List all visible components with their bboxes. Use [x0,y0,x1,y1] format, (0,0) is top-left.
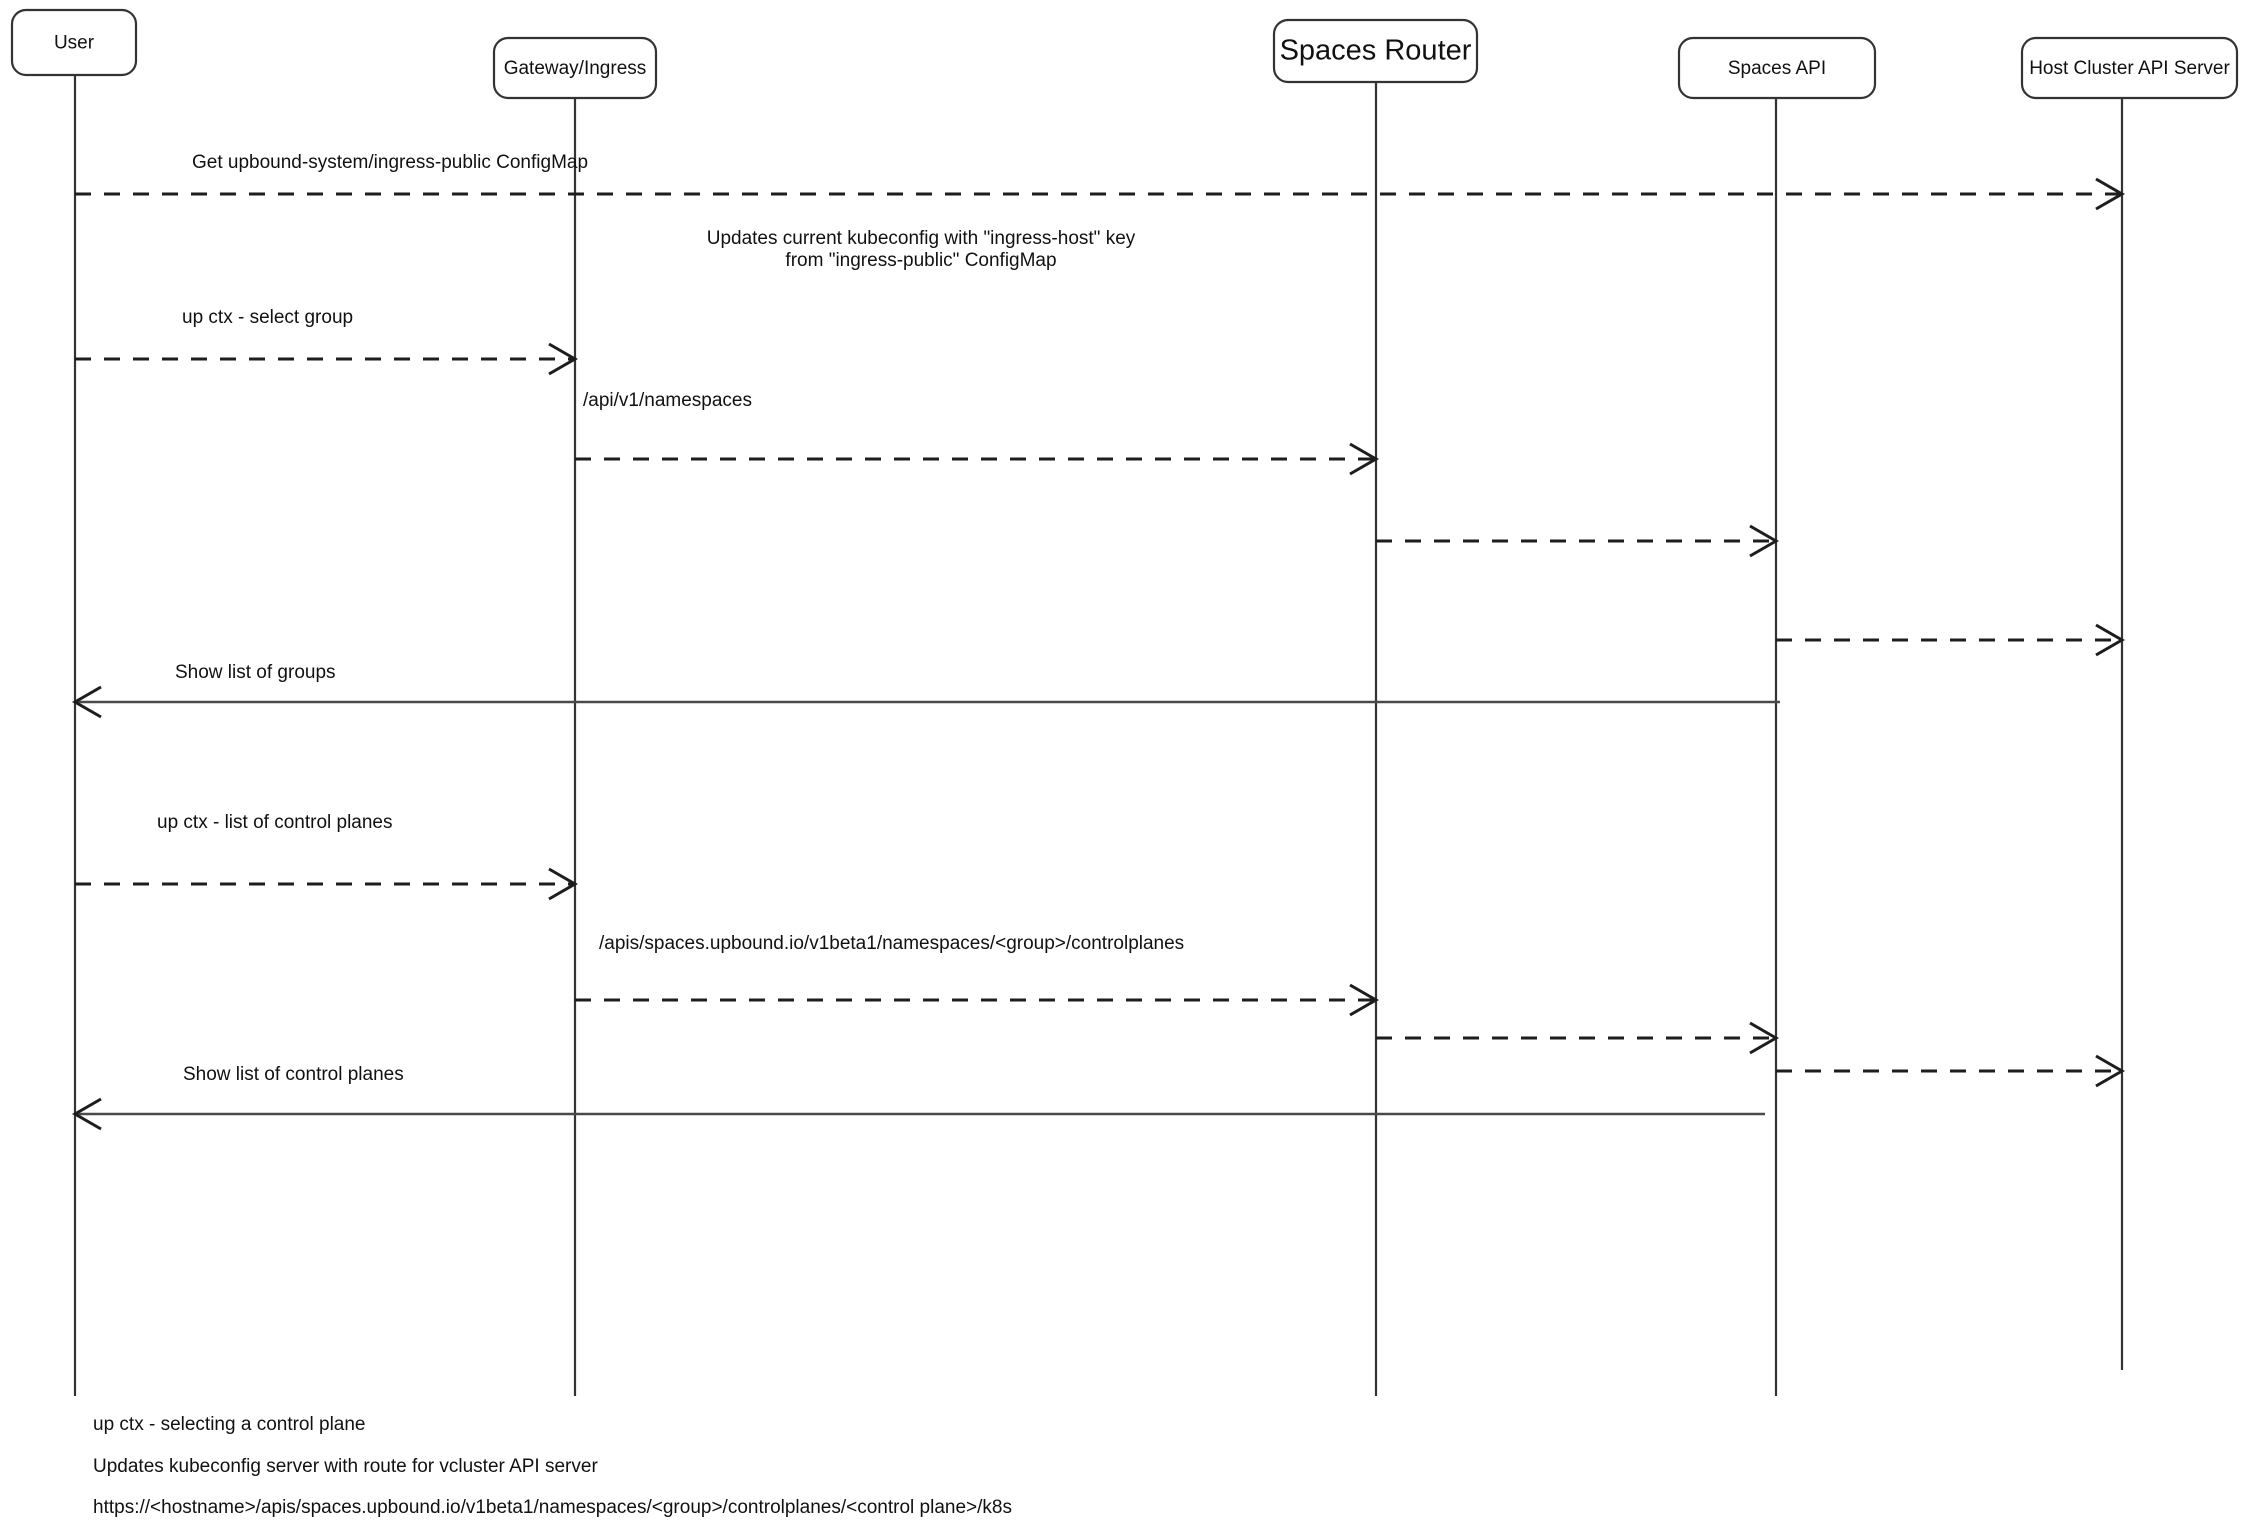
participant-host_api[interactable]: Host Cluster API Server [2020,36,2239,100]
footer-note-n3: https://<hostname>/apis/spaces.upbound.i… [93,1497,1012,1518]
message-label-m12: Show list of control planes [183,1064,404,1085]
participant-user[interactable]: User [10,8,138,77]
participant-spaces_api[interactable]: Spaces API [1677,36,1877,100]
message-m9: /apis/spaces.upbound.io/v1beta1/namespac… [575,933,1380,1017]
message-label-m3: up ctx - select group [182,307,353,328]
arrow-head-m10 [1749,1021,1780,1055]
participant-label-gateway: Gateway/Ingress [504,58,647,79]
message-m6 [1776,623,2126,657]
message-note-line: from "ingress-public" ConfigMap [785,250,1056,271]
participant-label-user: User [54,33,95,54]
message-m2: Updates current kubeconfig with "ingress… [707,228,1136,271]
participant-label-router: Spaces Router [1280,35,1472,67]
arrow-head-m5 [1749,524,1780,558]
message-m3: up ctx - select group [75,307,579,376]
participant-box-user [10,8,138,77]
arrow-head-m3 [548,342,579,376]
message-label-m7: Show list of groups [175,662,336,683]
participant-label-spaces_api: Spaces API [1728,58,1826,79]
arrow-head-m7 [71,685,102,719]
footer-note-n2: Updates kubeconfig server with route for… [93,1456,598,1477]
arrow-head-m9 [1349,983,1380,1017]
message-label-m9: /apis/spaces.upbound.io/v1beta1/namespac… [599,933,1184,954]
participant-router[interactable]: Spaces Router [1272,18,1479,84]
participant-box-gateway [492,36,658,100]
participant-box-spaces_api [1677,36,1877,100]
messages-layer: Get upbound-system/ingress-public Config… [71,152,2126,1131]
participant-box-router [1272,18,1479,84]
message-label-m1: Get upbound-system/ingress-public Config… [192,152,588,173]
footer-notes-layer: up ctx - selecting a control planeUpdate… [93,1414,1012,1518]
arrow-head-m6 [2095,623,2126,657]
lifelines-layer [73,75,2124,1396]
message-m1: Get upbound-system/ingress-public Config… [75,152,2126,211]
participant-label-host_api: Host Cluster API Server [2029,58,2230,79]
message-m4: /api/v1/namespaces [575,390,1380,476]
arrow-head-m4 [1349,442,1380,476]
message-m10 [1376,1021,1780,1055]
arrow-head-m11 [2095,1054,2126,1088]
message-note-line: Updates current kubeconfig with "ingress… [707,228,1136,249]
message-label-m8: up ctx - list of control planes [157,812,393,833]
message-m11 [1776,1054,2126,1088]
message-m5 [1376,524,1780,558]
message-m7: Show list of groups [71,662,1780,719]
participant-box-host_api [2020,36,2239,100]
arrow-head-m8 [548,867,579,901]
footer-note-n1: up ctx - selecting a control plane [93,1414,366,1435]
message-m8: up ctx - list of control planes [75,812,579,901]
arrow-head-m1 [2095,177,2126,211]
message-label-m4: /api/v1/namespaces [583,390,752,411]
arrow-head-m12 [71,1097,102,1131]
message-m12: Show list of control planes [71,1064,1765,1131]
participant-gateway[interactable]: Gateway/Ingress [492,36,658,100]
